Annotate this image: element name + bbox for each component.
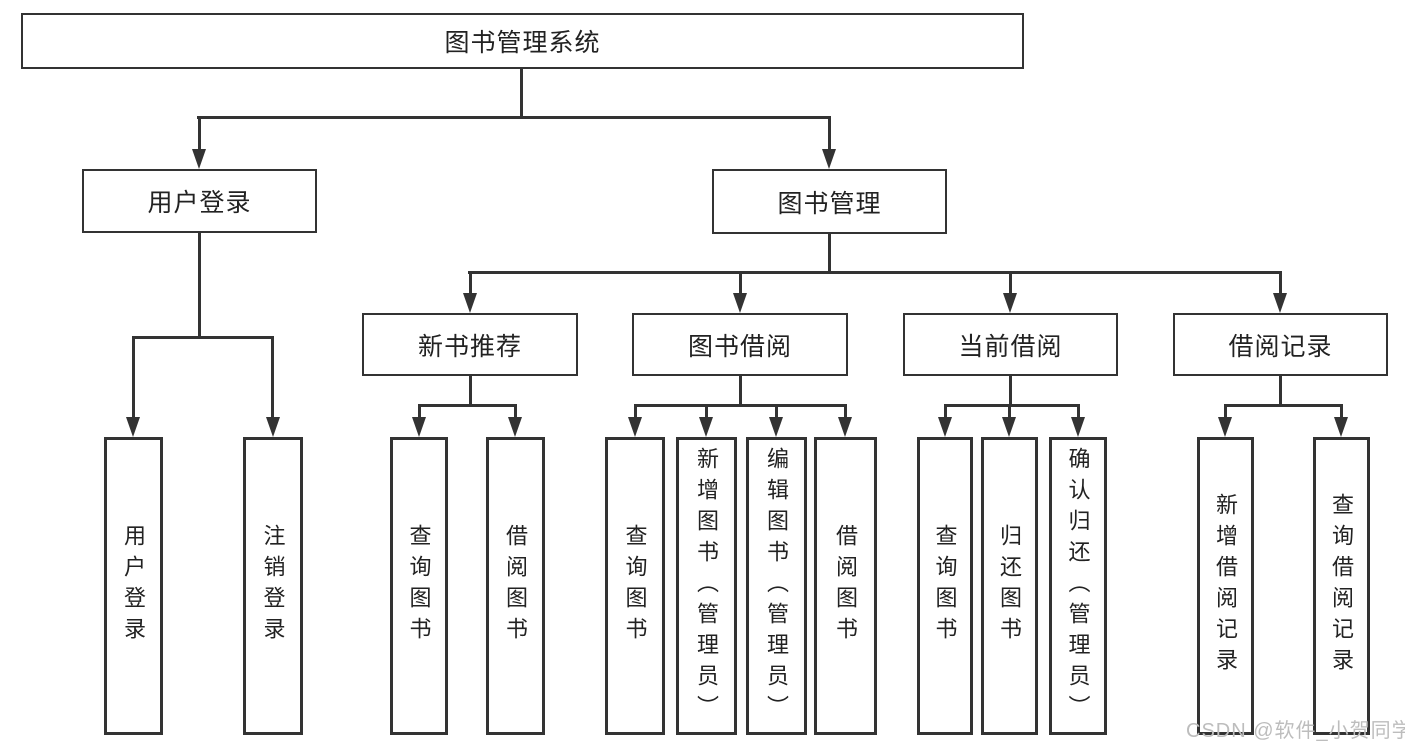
arrow-down-icon — [822, 149, 836, 169]
connector-user-stem — [198, 233, 201, 338]
connector-drop — [418, 404, 421, 418]
arrow-down-icon — [1273, 293, 1287, 313]
node-branch-user-login: 用户登录 — [82, 169, 317, 233]
node-label: 查询图书 — [932, 524, 958, 648]
node-label: 用户登录 — [121, 524, 147, 648]
node-label: 新增图书（管理员） — [694, 446, 720, 726]
connector-user-bus — [132, 336, 274, 339]
connector-group-stem — [739, 376, 742, 406]
connector-group-bus — [944, 404, 1080, 407]
node-leaf-borrow-books: 借阅图书 — [814, 437, 877, 735]
arrow-down-icon — [838, 417, 852, 437]
connector-drop — [844, 404, 847, 418]
node-leaf-query-borrow-record: 查询借阅记录 — [1313, 437, 1370, 735]
connector-drop — [1340, 404, 1343, 418]
connector-mgmt-stem — [828, 234, 831, 273]
arrow-down-icon — [508, 417, 522, 437]
node-label: 确认归还（管理员） — [1065, 446, 1091, 726]
connector-drop-book-mgmt — [828, 116, 831, 150]
node-label: 归还图书 — [997, 524, 1023, 648]
connector-drop — [469, 271, 472, 295]
node-leaf-borrow-books: 借阅图书 — [486, 437, 545, 735]
connector-drop — [634, 404, 637, 418]
connector-drop — [1009, 271, 1012, 295]
connector-level1-bus — [197, 116, 831, 119]
node-leaf-return-books: 归还图书 — [981, 437, 1038, 735]
connector-group-bus — [418, 404, 517, 407]
connector-drop — [514, 404, 517, 418]
arrow-down-icon — [628, 417, 642, 437]
connector-drop — [944, 404, 947, 418]
connector-group-stem — [469, 376, 472, 406]
node-leaf-edit-books-admin: 编辑图书（管理员） — [746, 437, 807, 735]
watermark-text: CSDN @软件_小贺同学 — [1186, 720, 1405, 742]
arrow-down-icon — [699, 417, 713, 437]
node-leaf-add-borrow-record: 新增借阅记录 — [1197, 437, 1254, 735]
node-label: 查询借阅记录 — [1329, 493, 1355, 679]
node-leaf-user-login: 用户登录 — [104, 437, 163, 735]
arrow-down-icon — [1334, 417, 1348, 437]
arrow-down-icon — [266, 417, 280, 437]
node-group-current-borrow: 当前借阅 — [903, 313, 1118, 376]
node-label: 注销登录 — [260, 524, 286, 648]
arrow-down-icon — [938, 417, 952, 437]
connector-drop — [1008, 404, 1011, 418]
arrow-down-icon — [1071, 417, 1085, 437]
connector-group-stem — [1279, 376, 1282, 406]
node-label: 查询图书 — [622, 524, 648, 648]
arrow-down-icon — [412, 417, 426, 437]
arrow-down-icon — [126, 417, 140, 437]
connector-group-bus — [1224, 404, 1343, 407]
connector-drop — [775, 404, 778, 418]
arrow-down-icon — [1218, 417, 1232, 437]
node-leaf-add-books-admin: 新增图书（管理员） — [676, 437, 737, 735]
connector-drop — [705, 404, 708, 418]
arrow-down-icon — [192, 149, 206, 169]
connector-root-stem — [520, 69, 523, 117]
connector-drop — [271, 336, 274, 418]
node-root: 图书管理系统 — [21, 13, 1024, 69]
node-leaf-confirm-return-admin: 确认归还（管理员） — [1049, 437, 1107, 735]
arrow-down-icon — [769, 417, 783, 437]
connector-drop — [132, 336, 135, 418]
connector-drop — [1224, 404, 1227, 418]
node-label: 编辑图书（管理员） — [764, 446, 790, 726]
node-branch-book-mgmt: 图书管理 — [712, 169, 947, 234]
node-leaf-query-books: 查询图书 — [917, 437, 973, 735]
node-label: 查询图书 — [406, 524, 432, 648]
connector-drop — [1077, 404, 1080, 418]
connector-group-bus — [634, 404, 847, 407]
node-leaf-query-books: 查询图书 — [605, 437, 665, 735]
connector-drop-user-login — [198, 116, 201, 150]
arrow-down-icon — [1002, 417, 1016, 437]
node-group-borrow-records: 借阅记录 — [1173, 313, 1388, 376]
node-label: 借阅图书 — [833, 524, 859, 648]
node-leaf-logout: 注销登录 — [243, 437, 303, 735]
node-leaf-query-books: 查询图书 — [390, 437, 448, 735]
connector-drop — [739, 271, 742, 295]
connector-drop — [1279, 271, 1282, 295]
connector-level2-bus — [468, 271, 1281, 274]
node-group-new-books: 新书推荐 — [362, 313, 578, 376]
arrow-down-icon — [463, 293, 477, 313]
node-label: 借阅图书 — [503, 524, 529, 648]
arrow-down-icon — [733, 293, 747, 313]
node-group-book-borrow: 图书借阅 — [632, 313, 848, 376]
arrow-down-icon — [1003, 293, 1017, 313]
node-label: 新增借阅记录 — [1213, 493, 1239, 679]
connector-group-stem — [1009, 376, 1012, 406]
